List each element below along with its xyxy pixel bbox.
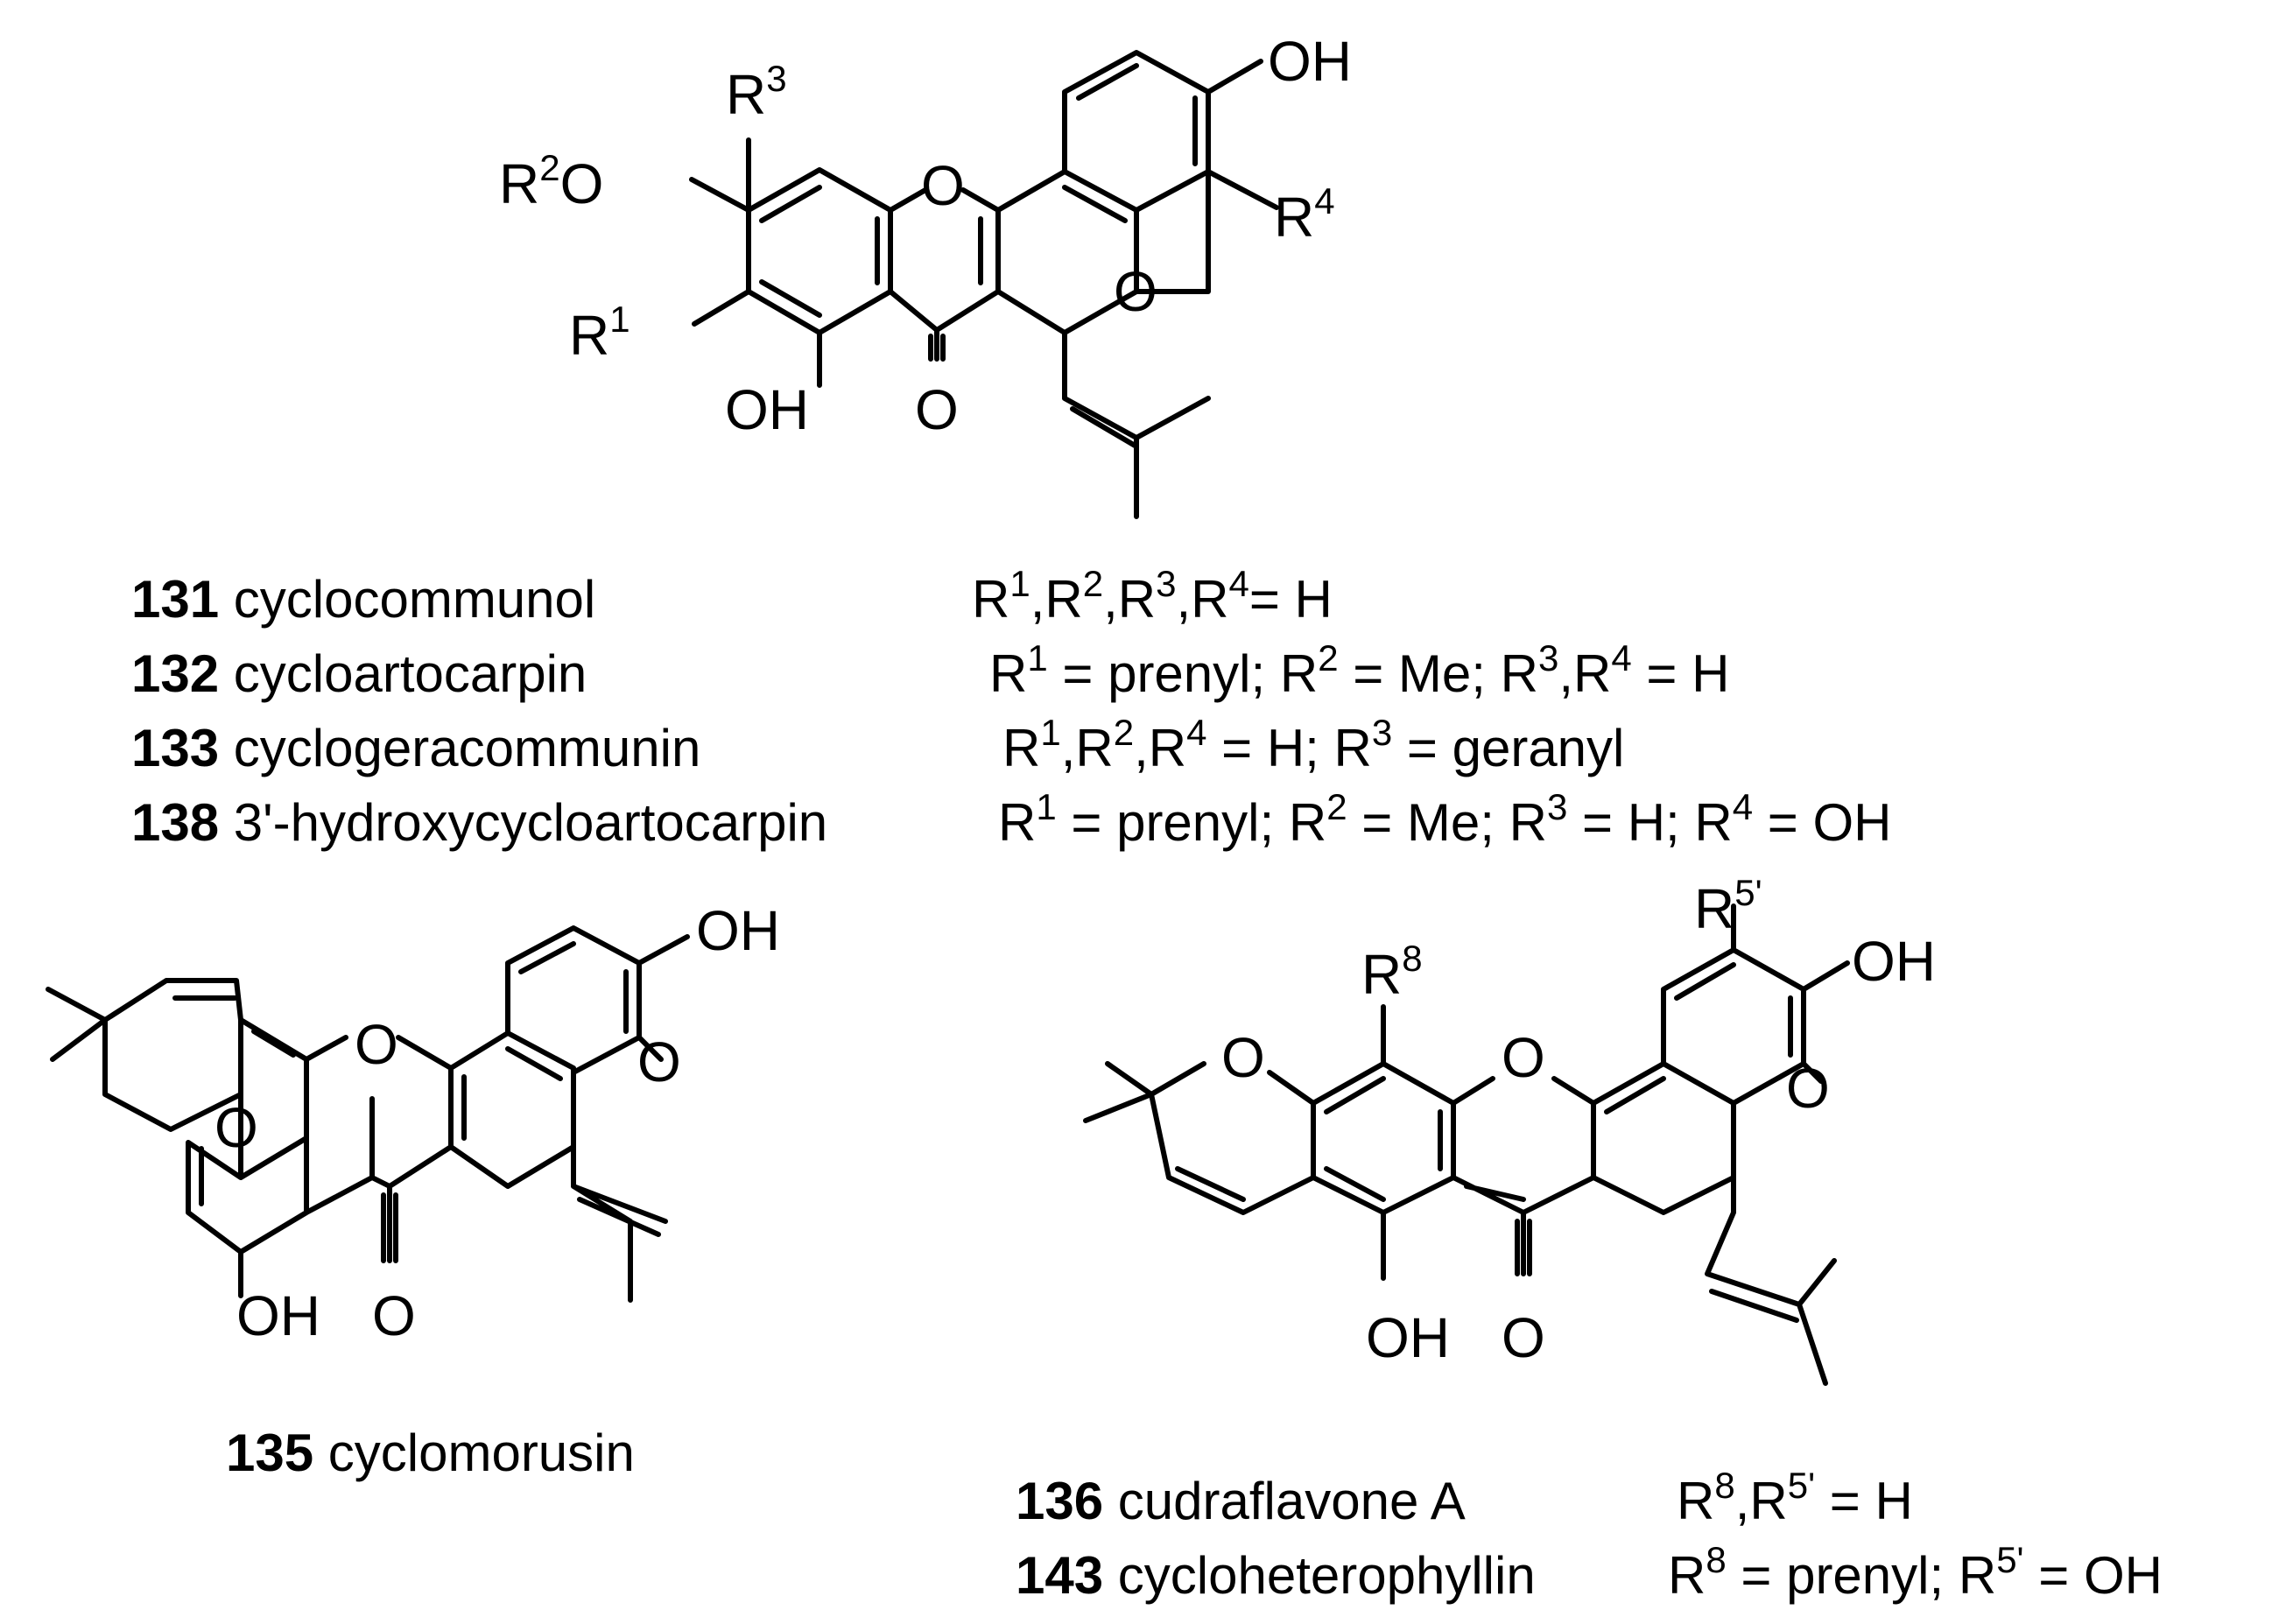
compound-133-label: 133 cyclogeracommunin [131, 719, 700, 777]
compound-131-label: 131 cyclocommunol [131, 570, 595, 629]
atom-oh-5: OH [725, 378, 809, 441]
compound-132-substituents: R1 = prenyl; R2 = Me; R3,R4 = H [989, 637, 1729, 703]
atom-o-ring: O [921, 154, 965, 217]
structure-c [1083, 903, 1850, 1386]
compound-143-label: 143 cycloheterophyllin [1016, 1546, 1536, 1605]
label-r5p: R5' [1694, 872, 1762, 940]
compound-133-substituents: R1,R2,R4 = H; R3 = geranyl [1002, 712, 1624, 777]
label-r2o: R2O [499, 147, 603, 215]
atom-o-chromene-b: O [215, 1096, 258, 1159]
label-r4: R4 [1274, 180, 1335, 249]
compound-138-label: 138 3'-hydroxycycloartocarpin [131, 793, 827, 852]
label-r8: R8 [1361, 938, 1423, 1006]
compound-136-substituents: R8,R5' = H [1677, 1465, 1913, 1530]
structure-b-bonds [46, 925, 690, 1303]
structure-c-bonds [1083, 903, 1850, 1386]
label-r1: R1 [569, 299, 630, 367]
atom-o-carbonyl-c: O [1502, 1306, 1545, 1369]
structure-b-labels: O O O O OH OH [215, 899, 780, 1347]
atom-o-carbonyl-b: O [372, 1284, 416, 1347]
atom-oh-4p-c: OH [1852, 930, 1936, 993]
atom-o-pyran-c: O [1786, 1057, 1830, 1120]
structure-c-labels: O O O O OH OH R8 R5' [1221, 872, 1936, 1369]
structure-a-bonds [689, 50, 1279, 519]
compound-143-substituents: R8 = prenyl; R5' = OH [1668, 1539, 2163, 1605]
structure-a [689, 50, 1279, 519]
compound-138-substituents: R1 = prenyl; R2 = Me; R3 = H; R4 = OH [998, 786, 1891, 852]
atom-o-pyran-b: O [637, 1030, 681, 1093]
atom-oh-5-c: OH [1366, 1306, 1450, 1369]
structure-b [46, 925, 690, 1303]
compound-135-label: 135 cyclomorusin [226, 1424, 635, 1482]
atom-oh-4p: OH [1268, 30, 1352, 93]
atom-o-ring-b: O [355, 1013, 398, 1076]
atom-o-ring-c: O [1502, 1026, 1545, 1089]
compound-list-c: 136 cudraflavone A R8,R5' = H 143 cycloh… [1016, 1465, 2163, 1605]
label-r3: R3 [726, 58, 787, 126]
atom-o-pyran: O [1114, 260, 1157, 323]
compound-131-substituents: R1,R2,R3,R4= H [972, 563, 1333, 629]
compound-136-label: 136 cudraflavone A [1016, 1472, 1466, 1530]
atom-o-chromene-c: O [1221, 1026, 1265, 1089]
atom-o-carbonyl: O [915, 378, 959, 441]
atom-oh-4p-b: OH [696, 899, 780, 962]
structure-a-labels: O O O OH OH R3 R2O R1 R4 [499, 30, 1352, 441]
atom-oh-5-b: OH [236, 1284, 320, 1347]
compound-132-label: 132 cycloartocarpin [131, 644, 587, 703]
compound-list-a: 131 cyclocommunol R1,R2,R3,R4= H 132 cyc… [131, 563, 1891, 852]
